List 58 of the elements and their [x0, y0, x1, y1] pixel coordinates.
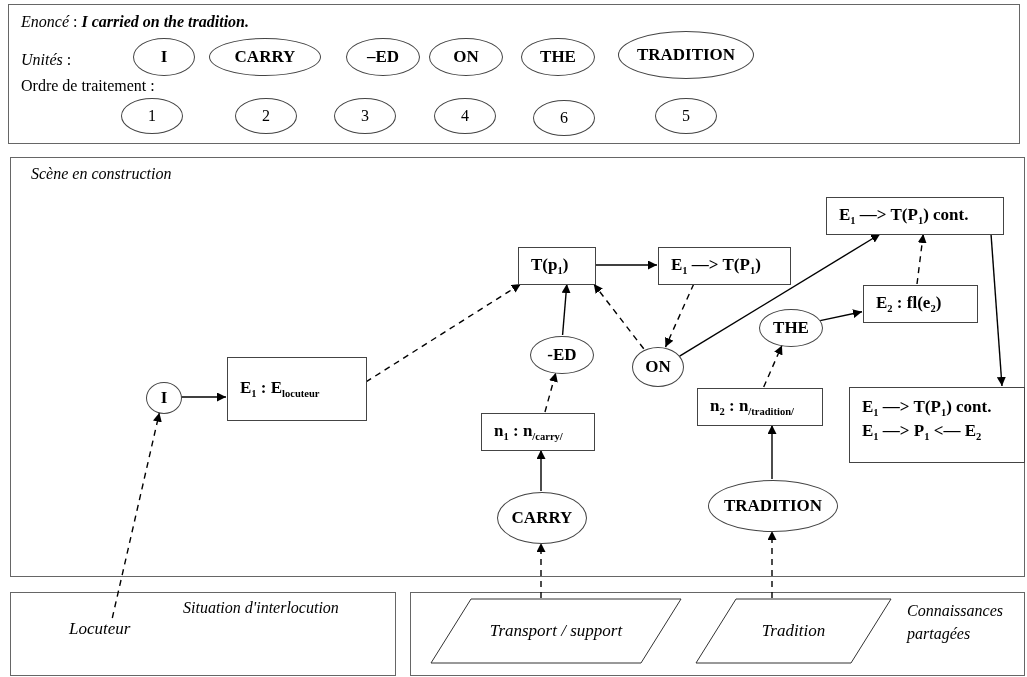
unit-ellipse: ON — [632, 347, 684, 387]
unit-ellipse: –ED — [346, 38, 420, 76]
unit-ellipse: TRADITION — [618, 31, 754, 79]
arrow — [544, 372, 558, 413]
state-box: E$_{1}$ —> T(P$_{1}$) cont. — [826, 197, 1004, 235]
unit-ellipse: I — [133, 38, 195, 76]
knowledge-panel — [410, 592, 1025, 676]
arrow — [365, 283, 522, 383]
arrow — [763, 344, 783, 388]
parallelogram-node: Tradition — [696, 599, 891, 663]
arrow — [594, 260, 658, 270]
arrow — [664, 283, 695, 348]
unit-ellipse: ON — [429, 38, 503, 76]
state-box: E$_{2}$ : fl(e$_{2}$) — [863, 285, 978, 323]
arrow — [536, 449, 546, 492]
unit-ellipse: TRADITION — [708, 480, 838, 532]
order-ellipse: 3 — [334, 98, 396, 134]
label-text: Ordre de traitement : — [21, 77, 155, 95]
order-ellipse: 2 — [235, 98, 297, 134]
arrow — [180, 392, 227, 402]
panel-title: Scène en construction — [31, 165, 172, 183]
arrow — [678, 233, 881, 357]
situation-panel — [10, 592, 396, 676]
arrow — [767, 424, 777, 480]
state-box: T(p$_{1}$) — [518, 247, 596, 285]
parallelogram-node: Transport / support — [431, 599, 681, 663]
order-ellipse: 1 — [121, 98, 183, 134]
arrow — [767, 530, 777, 599]
arrow — [990, 233, 1006, 387]
scene-panel — [10, 157, 1025, 577]
panel-title: Connaissances partagées — [907, 601, 1004, 645]
state-box: E$_{1}$ : E$_{locuteur}$ — [227, 357, 367, 421]
arrow — [111, 412, 162, 619]
label-text: Unités : — [21, 51, 72, 69]
sentence-text: Enoncé : I carried on the tradition. — [21, 13, 249, 31]
state-box: n$_{1}$ : n$_{/carry/}$ — [481, 413, 595, 451]
arrow — [561, 283, 571, 336]
state-box: n$_{2}$ : n$_{/tradition/}$ — [697, 388, 823, 426]
unit-ellipse: CARRY — [497, 492, 587, 544]
panel-title: Situation d'interlocution — [183, 599, 339, 617]
formula-text: E$_{1}$ —> P$_{1}$ <— E$_{2}$ — [862, 420, 982, 445]
arrow — [536, 542, 546, 599]
sentence-panel — [8, 4, 1020, 144]
speaker-label: Locuteur — [69, 619, 145, 641]
order-ellipse: 6 — [533, 100, 595, 136]
state-box: E$_{1}$ —> T(P$_{1}$) — [658, 247, 791, 285]
unit-ellipse: CARRY — [209, 38, 321, 76]
order-ellipse: 5 — [655, 98, 717, 134]
order-ellipse: 4 — [434, 98, 496, 134]
arrow — [819, 309, 863, 322]
result-box — [849, 387, 1025, 463]
unit-ellipse: -ED — [530, 336, 594, 374]
unit-ellipse: THE — [759, 309, 823, 347]
arrow — [916, 233, 927, 285]
unit-ellipse: THE — [521, 38, 595, 76]
arrow — [593, 283, 645, 350]
formula-text: E$_{1}$ —> T(P$_{1}$) cont. — [862, 396, 992, 421]
unit-ellipse: I — [146, 382, 182, 414]
